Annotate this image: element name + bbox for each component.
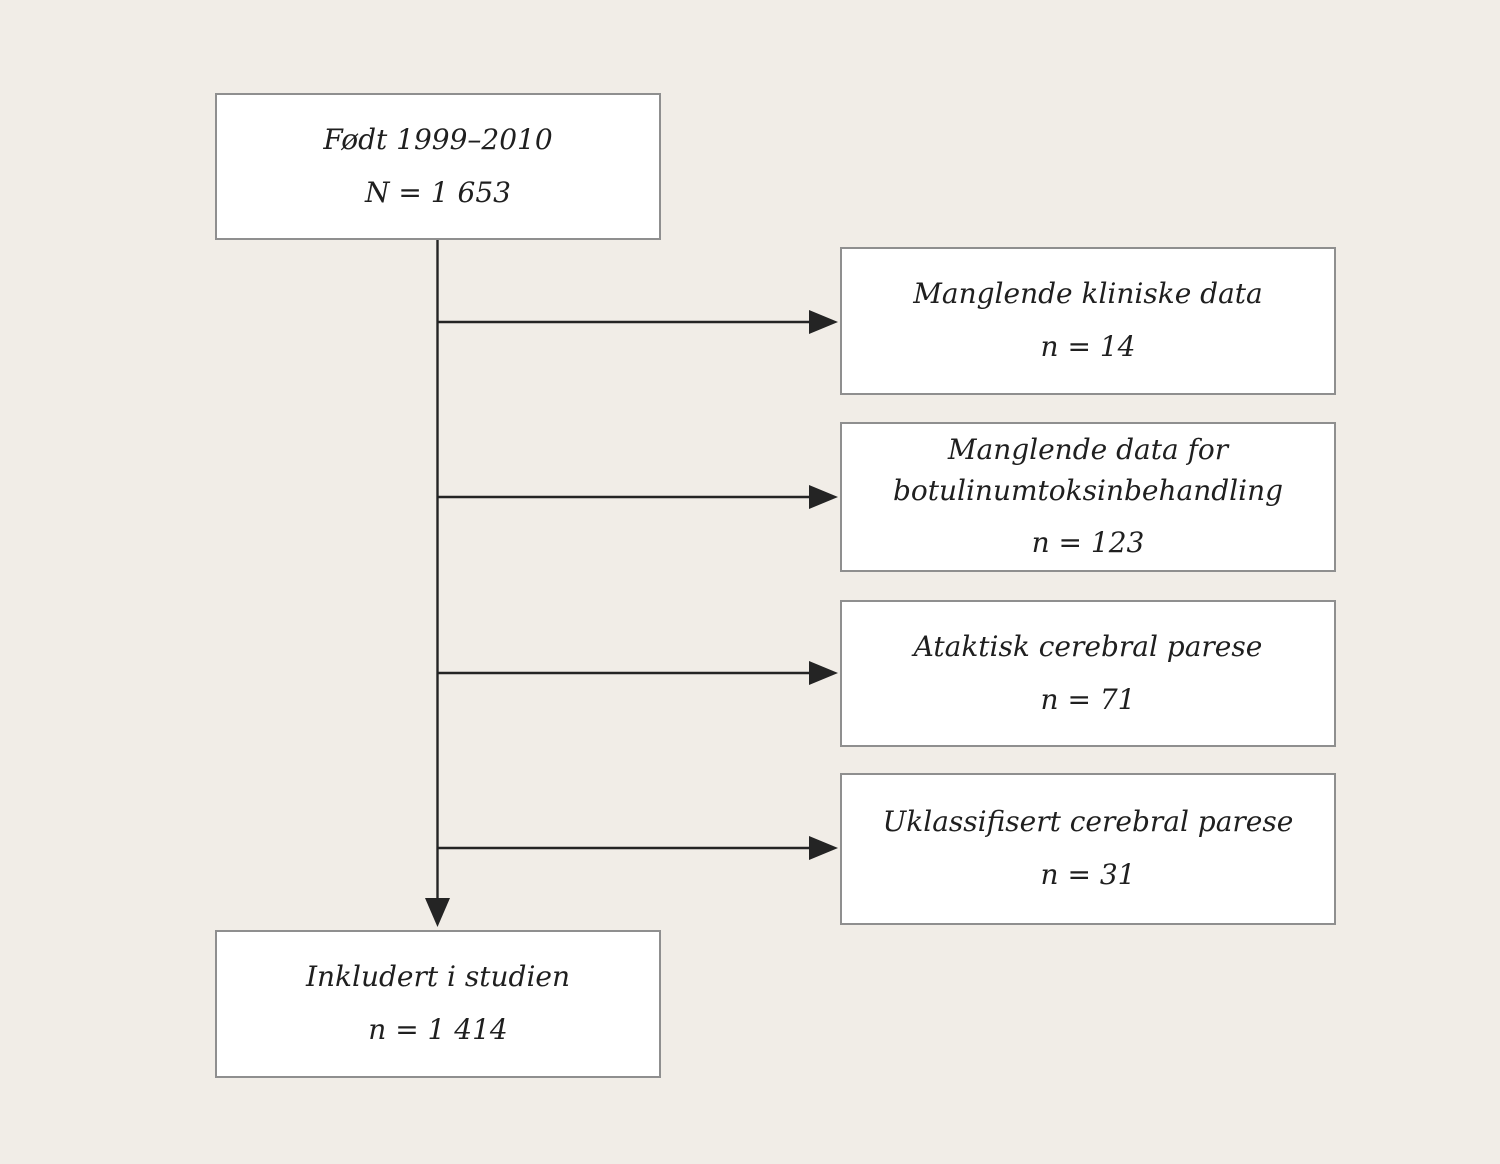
arrowhead-right-icon xyxy=(809,661,838,685)
arrowhead-right-icon xyxy=(809,836,838,860)
arrowhead-down-icon xyxy=(425,898,450,927)
flow-node-source: Født 1999–2010 N = 1 653 xyxy=(215,93,661,240)
node-label: Inkludert i studien xyxy=(305,960,571,994)
arrowhead-right-icon xyxy=(809,310,838,334)
flow-node-exclusion-unclassified-cp: Uklassifisert cerebral parese n = 31 xyxy=(840,773,1336,925)
node-count: n = 31 xyxy=(1040,858,1136,891)
node-count: N = 1 653 xyxy=(365,175,511,209)
node-count: n = 71 xyxy=(1040,682,1136,716)
node-label: Manglende data for botulinumtoksinbehand… xyxy=(892,433,1284,507)
node-count: n = 14 xyxy=(1040,330,1136,363)
arrowhead-right-icon xyxy=(809,485,838,509)
flow-node-result-included: Inkludert i studien n = 1 414 xyxy=(215,930,661,1078)
node-label: Manglende kliniske data xyxy=(913,277,1263,311)
flow-node-exclusion-ataxic-cp: Ataktisk cerebral parese n = 71 xyxy=(840,600,1336,747)
node-count: n = 1 414 xyxy=(368,1013,508,1046)
node-label: Ataktisk cerebral parese xyxy=(913,629,1263,663)
flow-node-exclusion-missing-botulinum-data: Manglende data for botulinumtoksinbehand… xyxy=(840,422,1336,572)
node-count: n = 123 xyxy=(1031,526,1145,560)
flow-node-exclusion-missing-clinical-data: Manglende kliniske data n = 14 xyxy=(840,247,1336,395)
node-label: Uklassifisert cerebral parese xyxy=(882,805,1294,839)
node-label: Født 1999–2010 xyxy=(323,122,553,156)
